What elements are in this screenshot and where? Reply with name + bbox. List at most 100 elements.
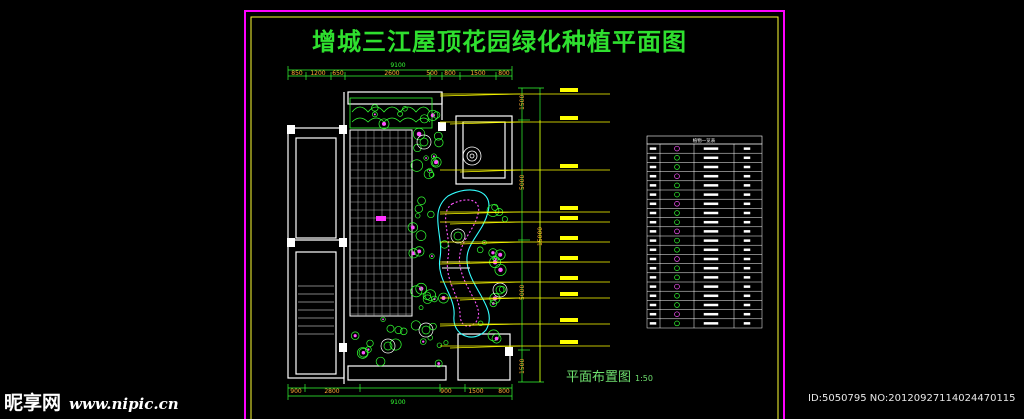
shrub-symbol	[419, 338, 427, 345]
dim-top-2: 650	[332, 70, 344, 77]
table-cell-mark	[703, 165, 719, 169]
shrub-symbol	[397, 111, 403, 117]
dim-top-7: 800	[498, 70, 510, 77]
flower-symbol	[417, 249, 422, 254]
shrub-symbol	[476, 246, 484, 254]
top-dimension	[287, 66, 513, 80]
top-planter	[349, 97, 433, 129]
table-cell-mark	[743, 156, 751, 160]
shrub-symbol	[419, 114, 429, 124]
watermark-url: www.nipic.cn	[69, 395, 179, 413]
callout-label-mark	[560, 292, 578, 296]
leader-line	[449, 121, 521, 125]
tree-symbol	[421, 325, 431, 335]
flower-symbol	[425, 157, 427, 159]
table-cell-mark	[743, 220, 751, 224]
callout-label-mark	[560, 164, 578, 168]
callout-label-mark	[560, 206, 578, 210]
flower-symbol	[498, 252, 503, 257]
table-cell-mark	[743, 312, 751, 316]
flower-symbol	[494, 336, 499, 341]
plant-table: 植物一览表	[646, 135, 763, 329]
dim-bottom-1: 2800	[324, 388, 339, 395]
tree-symbol	[450, 228, 466, 244]
table-cell-mark	[703, 266, 719, 270]
table-cell-mark	[703, 312, 719, 316]
overall-width-bottom: 9100	[390, 399, 405, 406]
flower-symbol	[437, 362, 441, 365]
table-cell-mark	[743, 184, 751, 187]
shrub-symbol	[402, 106, 408, 112]
shrub-symbol	[408, 248, 419, 259]
table-symbol	[674, 311, 680, 317]
dim-right-0: 1500	[519, 95, 526, 110]
columns	[287, 122, 513, 356]
flower-symbol	[422, 340, 425, 343]
table-symbol	[674, 265, 680, 271]
table-cell-mark	[703, 257, 719, 261]
shrub-symbol	[371, 111, 378, 118]
table-symbol	[674, 182, 680, 189]
table-cell-mark	[649, 248, 657, 252]
shrub-symbol	[414, 204, 423, 213]
callout-label-mark	[560, 216, 578, 220]
shrub-symbol	[433, 131, 443, 141]
shrub-symbol	[434, 359, 443, 368]
shrub-symbol	[412, 127, 426, 141]
leader-line	[439, 261, 521, 265]
dim-right-3: 5000	[519, 285, 526, 300]
table-symbol	[674, 210, 680, 216]
plant-symbols	[350, 104, 508, 368]
table-cell-mark	[743, 248, 751, 252]
shrub-symbol	[432, 111, 441, 119]
shrub-symbol	[429, 253, 435, 259]
callout-marks	[560, 88, 578, 344]
table-cell-mark	[649, 285, 657, 288]
watermark-site: 昵享网	[4, 392, 62, 414]
shrub-symbol	[481, 240, 487, 246]
leader-line	[439, 93, 521, 97]
flower-symbol	[381, 121, 387, 126]
table-cell-mark	[743, 165, 751, 169]
table-cell-mark	[743, 211, 751, 215]
table-cell-mark	[743, 285, 751, 288]
table-cell-mark	[703, 193, 719, 196]
table-cell-mark	[743, 266, 751, 270]
tree-symbol	[416, 134, 432, 150]
dim-top-1: 1200	[310, 70, 325, 77]
leader-line	[459, 241, 521, 245]
shrub-symbol	[434, 138, 444, 148]
shrub-symbol	[371, 104, 379, 112]
shrub-symbol	[389, 338, 402, 351]
dim-top-4: 500	[426, 70, 438, 77]
dim-top-0: 850	[291, 70, 303, 77]
table-cell-mark	[649, 156, 657, 160]
shrub-symbol	[380, 316, 386, 322]
shrub-symbol	[415, 213, 421, 219]
table-symbol	[674, 283, 680, 290]
table-cell-mark	[703, 147, 719, 150]
table-cell-mark	[743, 230, 751, 233]
dim-bottom-4: 800	[498, 388, 510, 395]
shrub-symbol	[430, 156, 442, 168]
callout-label-mark	[560, 88, 578, 92]
building-structure	[287, 91, 513, 384]
shrub-symbol	[427, 210, 435, 219]
table-symbol	[674, 274, 680, 281]
table-cell-mark	[743, 147, 751, 150]
tree-symbol	[380, 338, 396, 354]
bottom-dimension	[287, 384, 513, 400]
flower-symbol	[498, 267, 503, 273]
shrub-symbol	[432, 159, 440, 167]
leader-line	[439, 323, 521, 327]
table-cell-mark	[703, 220, 719, 224]
shrub-symbol	[477, 320, 484, 327]
table-cell-mark	[649, 266, 657, 270]
table-cell-mark	[649, 174, 657, 178]
dim-top-5: 800	[444, 70, 456, 77]
flower-symbol	[373, 113, 376, 116]
table-cell-mark	[649, 184, 657, 187]
shrub-symbol	[491, 333, 502, 344]
shrub-symbol	[430, 153, 437, 160]
